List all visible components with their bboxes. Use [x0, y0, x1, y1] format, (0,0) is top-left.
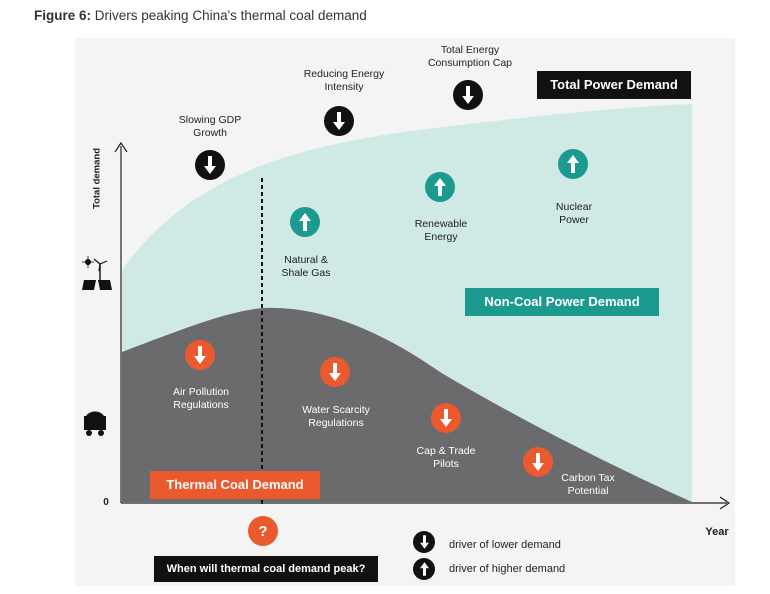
legend-lower-text: driver of lower demand	[449, 539, 561, 551]
label-intensity: Reducing Energy Intensity	[303, 68, 385, 93]
label-cap: Total Energy Consumption Cap	[427, 44, 513, 69]
renewable-up-icon	[425, 172, 455, 202]
question-mark-icon: ?	[248, 516, 278, 546]
label-cap-trade: Cap & Trade Pilots	[416, 445, 476, 470]
label-nuclear: Nuclear Power	[555, 201, 593, 226]
thermal-coal-demand-box: Thermal Coal Demand	[150, 471, 320, 499]
label-carbon-tax: Carbon Tax Potential	[561, 472, 615, 497]
figure-title-text: Drivers peaking China's thermal coal dem…	[94, 8, 367, 23]
origin-label: 0	[103, 497, 109, 508]
x-axis-label: Year	[705, 526, 729, 538]
total-power-demand-box: Total Power Demand	[537, 71, 691, 99]
legend-higher-icon	[413, 558, 435, 580]
water-scarcity-down-icon	[320, 357, 350, 387]
question-mark: ?	[258, 522, 268, 540]
label-air-pollution: Air Pollution Regulations	[172, 386, 230, 411]
air-pollution-down-icon	[185, 340, 215, 370]
cap-trade-down-icon	[431, 403, 461, 433]
nuclear-up-icon	[558, 149, 588, 179]
label-renewable: Renewable Energy	[414, 218, 468, 243]
non-coal-power-demand-box: Non-Coal Power Demand	[465, 288, 659, 316]
intensity-down-icon	[324, 106, 354, 136]
peak-question-box: When will thermal coal demand peak?	[154, 556, 378, 582]
legend-higher-text: driver of higher demand	[449, 563, 566, 575]
carbon-tax-down-icon	[523, 447, 553, 477]
y-axis-label: Total demand	[91, 147, 103, 210]
label-gas: Natural & Shale Gas	[281, 254, 331, 279]
gas-up-icon	[290, 207, 320, 237]
figure-title: Figure 6: Drivers peaking China's therma…	[34, 8, 367, 23]
legend-lower-icon	[413, 531, 435, 553]
x-axis-arrow	[719, 496, 731, 510]
label-water-scarcity: Water Scarcity Regulations	[302, 404, 370, 429]
cap-down-icon	[453, 80, 483, 110]
solar-wind-icon	[82, 256, 112, 290]
figure-label: Figure 6:	[34, 8, 92, 23]
y-axis-arrow	[114, 141, 128, 153]
gdp-down-icon	[195, 150, 225, 180]
coal-cart-icon	[84, 411, 106, 436]
label-gdp: Slowing GDP Growth	[178, 114, 242, 139]
